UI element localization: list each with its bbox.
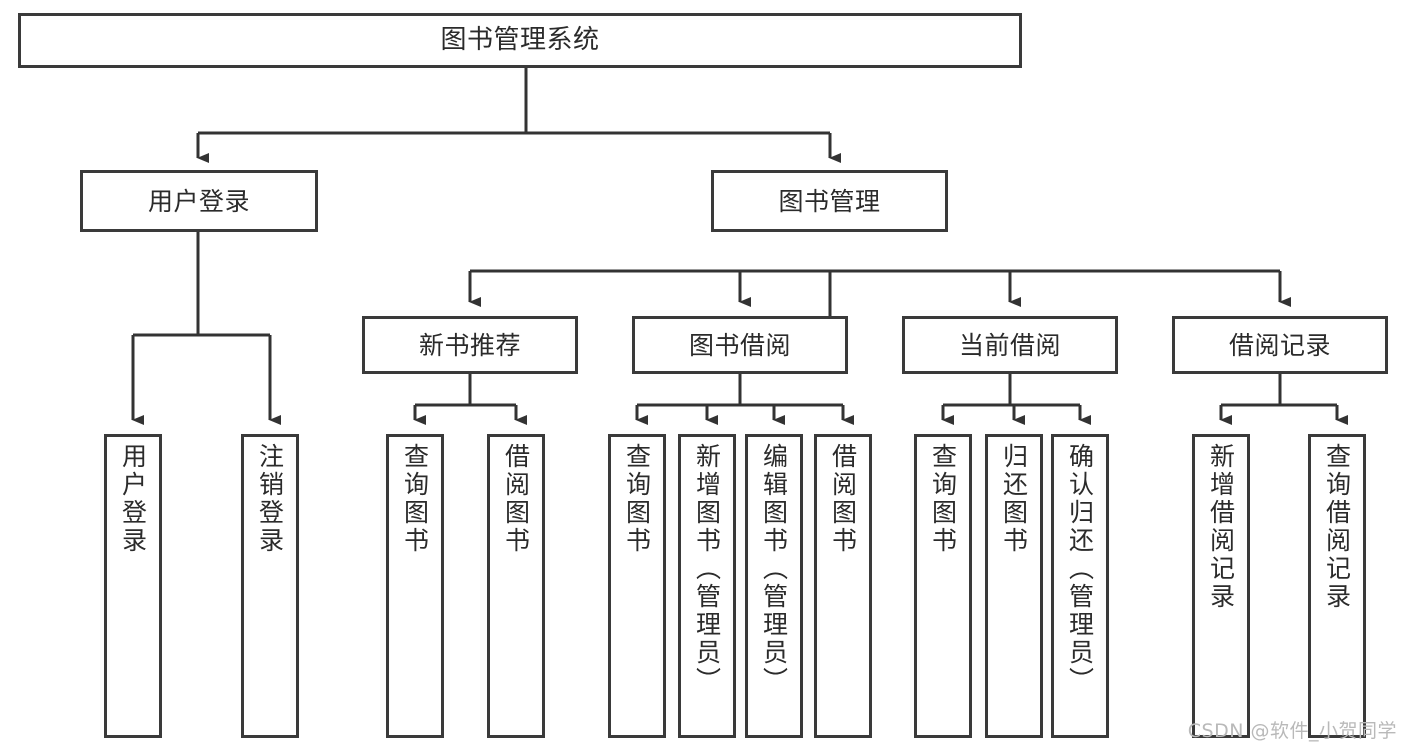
node-book-borrow-label: 图书借阅: [688, 330, 791, 360]
node-leaf-return-book[interactable]: 归还图书: [985, 434, 1043, 738]
node-borrow-record[interactable]: 借阅记录: [1172, 316, 1388, 374]
node-leaf-add-record-label: 新增借阅记录: [1206, 443, 1236, 611]
node-leaf-query-record[interactable]: 查询借阅记录: [1308, 434, 1366, 738]
node-leaf-borrow-book-label: 借阅图书: [828, 443, 858, 555]
node-root-label: 图书管理系统: [440, 25, 600, 56]
node-new-book-recommend[interactable]: 新书推荐: [362, 316, 578, 374]
node-user-login[interactable]: 用户登录: [80, 170, 318, 232]
node-leaf-query-book-rec[interactable]: 查询图书: [386, 434, 444, 738]
node-root[interactable]: 图书管理系统: [18, 13, 1022, 68]
node-leaf-logout[interactable]: 注销登录: [241, 434, 299, 738]
node-leaf-user-login[interactable]: 用户登录: [104, 434, 162, 738]
node-leaf-query-record-label: 查询借阅记录: [1322, 443, 1352, 611]
node-leaf-borrow-book-rec-label: 借阅图书: [501, 443, 531, 555]
node-leaf-user-login-label: 用户登录: [118, 443, 148, 555]
node-current-borrow[interactable]: 当前借阅: [902, 316, 1118, 374]
node-leaf-add-book-label: 新增图书（管理员）: [692, 443, 722, 695]
node-leaf-borrow-book-rec[interactable]: 借阅图书: [487, 434, 545, 738]
node-leaf-return-book-label: 归还图书: [999, 443, 1029, 555]
node-leaf-confirm-return-label: 确认归还（管理员）: [1065, 443, 1095, 695]
node-leaf-logout-label: 注销登录: [255, 443, 285, 555]
node-leaf-confirm-return[interactable]: 确认归还（管理员）: [1051, 434, 1109, 738]
node-current-borrow-label: 当前借阅: [958, 330, 1061, 360]
node-leaf-edit-book-label: 编辑图书（管理员）: [759, 443, 789, 695]
node-leaf-query-book-current[interactable]: 查询图书: [914, 434, 972, 738]
node-leaf-borrow-book[interactable]: 借阅图书: [814, 434, 872, 738]
node-new-book-recommend-label: 新书推荐: [418, 330, 521, 360]
node-leaf-query-book-borrow-label: 查询图书: [622, 443, 652, 555]
node-book-management-label: 图书管理: [778, 186, 881, 216]
node-leaf-query-book-current-label: 查询图书: [928, 443, 958, 555]
node-leaf-add-record[interactable]: 新增借阅记录: [1192, 434, 1250, 738]
node-leaf-add-book[interactable]: 新增图书（管理员）: [678, 434, 736, 738]
node-leaf-edit-book[interactable]: 编辑图书（管理员）: [745, 434, 803, 738]
node-book-management[interactable]: 图书管理: [711, 170, 948, 232]
csdn-watermark: CSDN @软件_小贺同学: [1187, 720, 1397, 742]
node-leaf-query-book-borrow[interactable]: 查询图书: [608, 434, 666, 738]
node-leaf-query-book-rec-label: 查询图书: [400, 443, 430, 555]
node-book-borrow[interactable]: 图书借阅: [632, 316, 848, 374]
node-user-login-label: 用户登录: [147, 186, 250, 216]
node-borrow-record-label: 借阅记录: [1228, 330, 1331, 360]
